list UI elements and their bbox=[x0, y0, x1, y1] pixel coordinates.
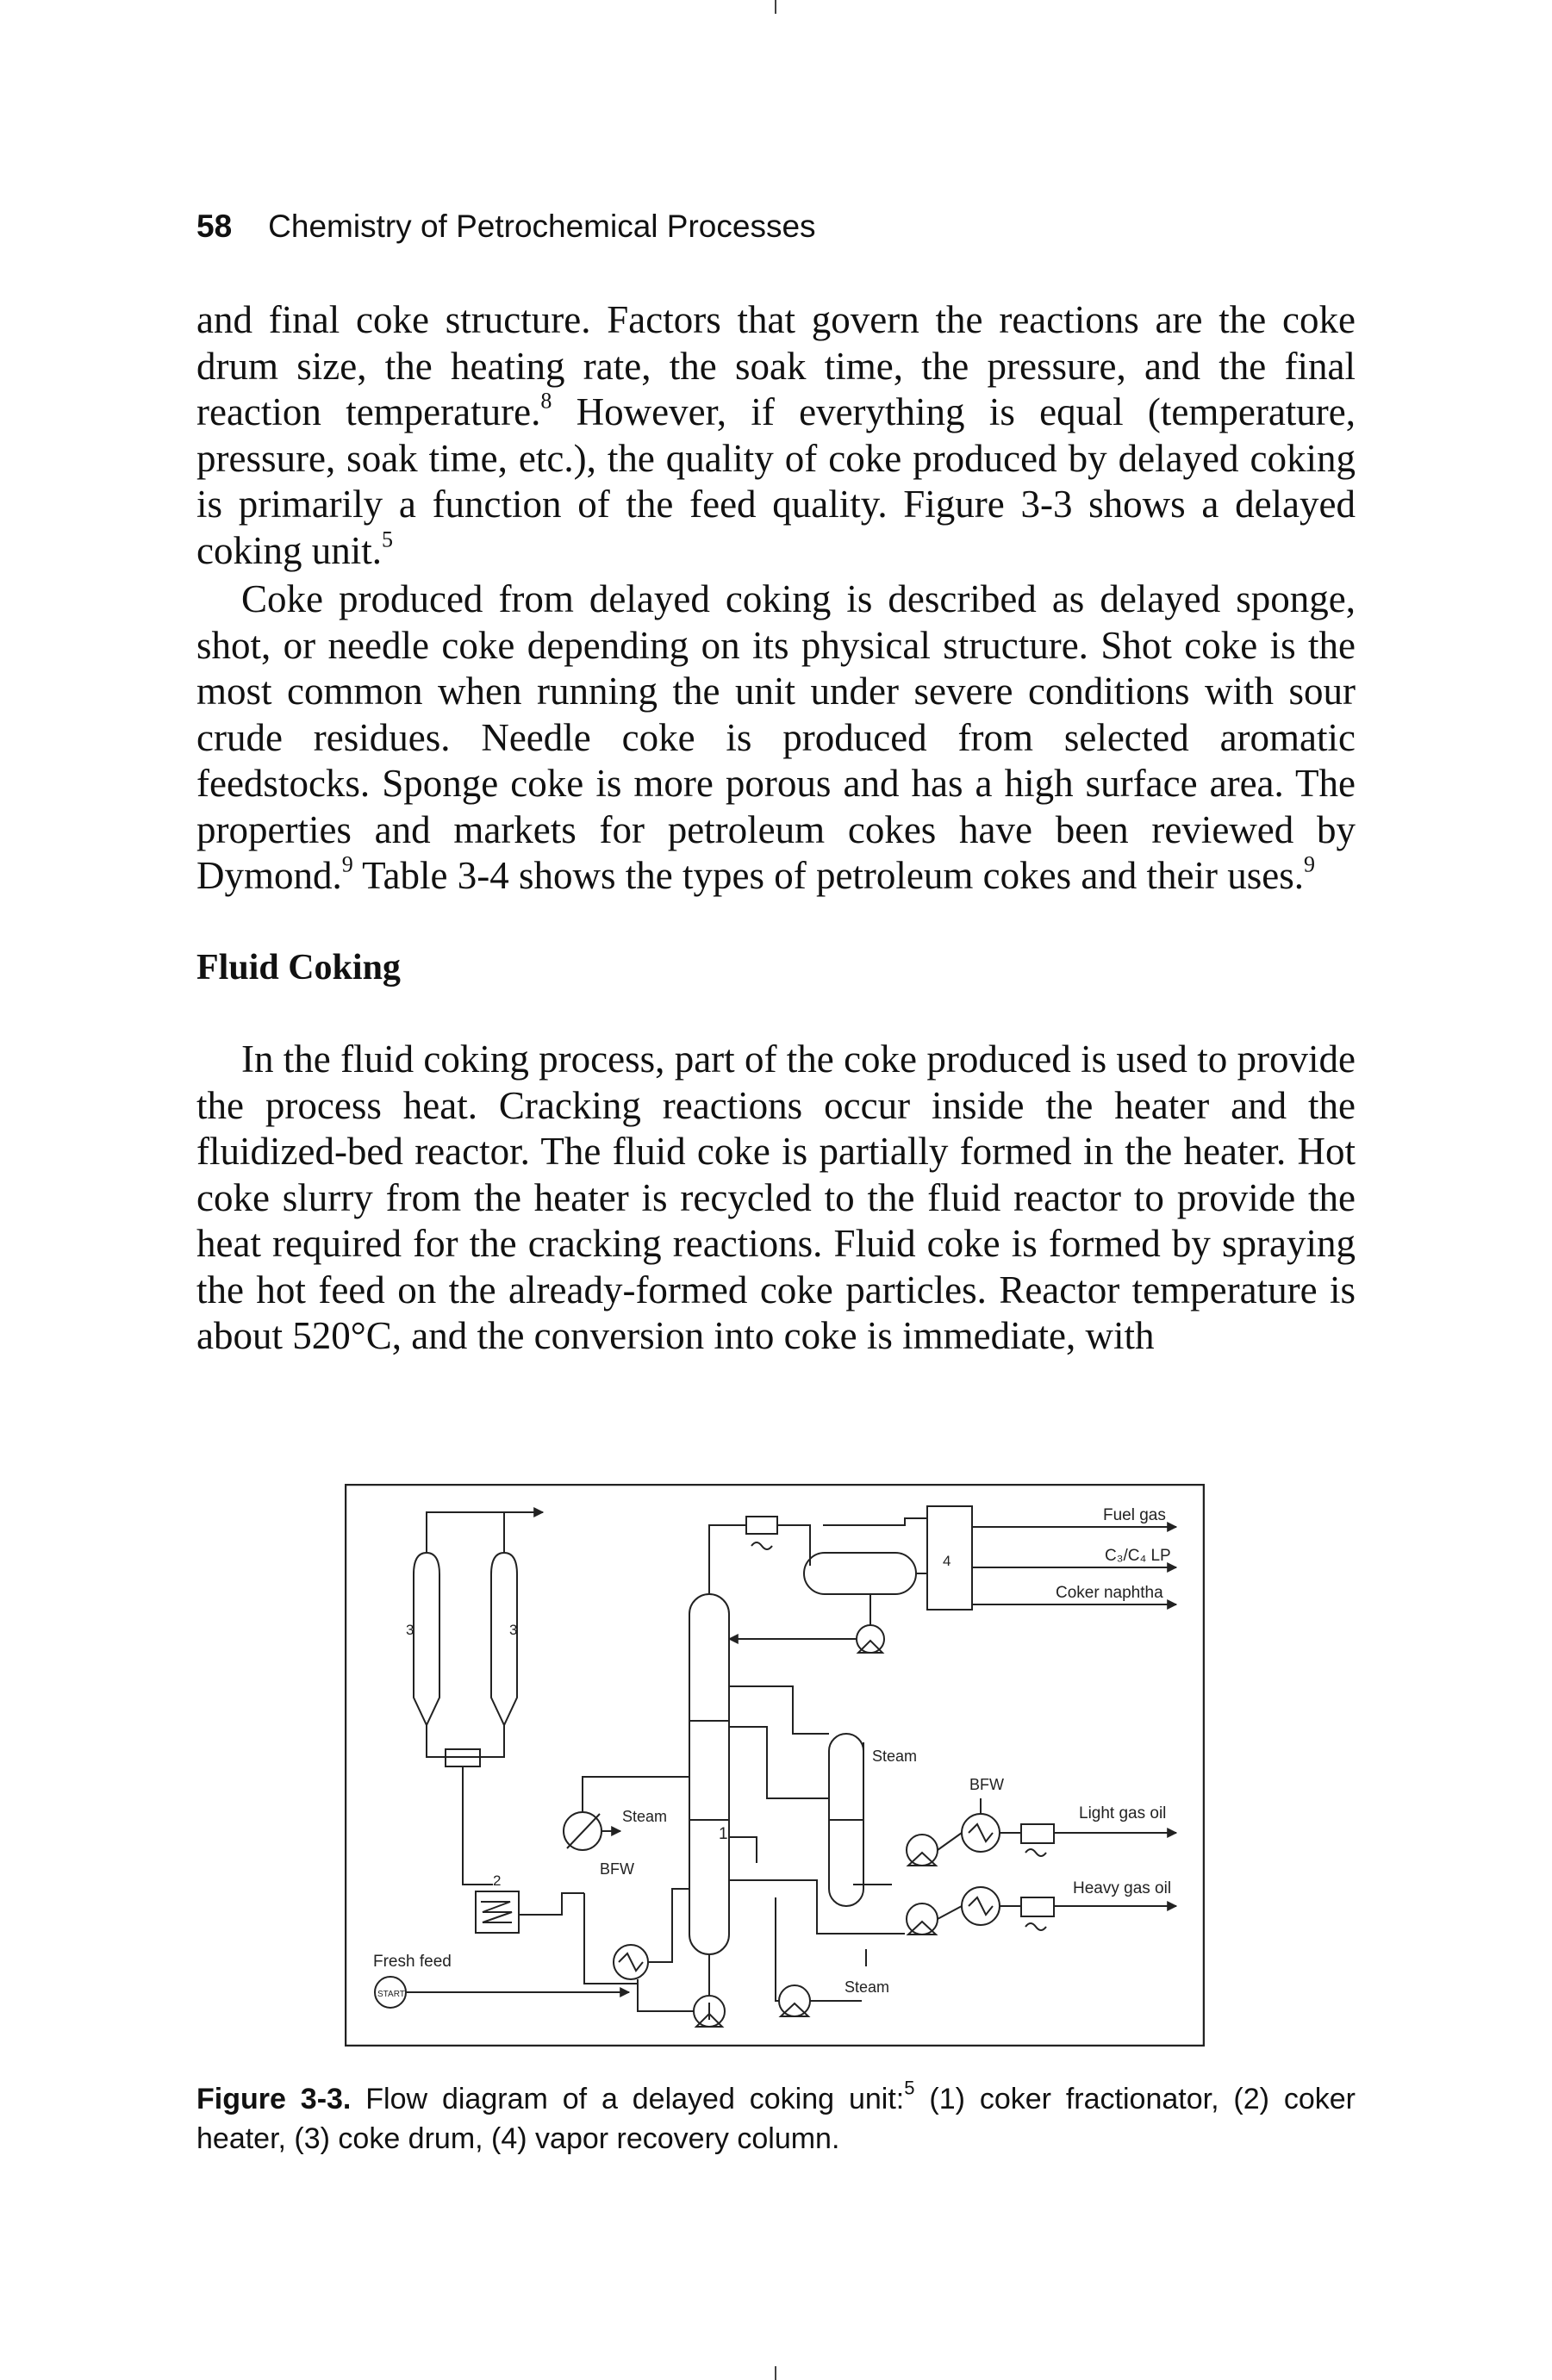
paragraph-2-text: Coke produced from delayed coking is des… bbox=[196, 577, 1356, 897]
heavy-gas-oil-cooler bbox=[961, 1886, 1000, 1926]
vapor-recovery-column: 4 bbox=[926, 1505, 973, 1611]
page-number: 58 bbox=[196, 209, 233, 244]
drum-feed-line bbox=[462, 1766, 493, 1885]
gas-to-recovery-line bbox=[823, 1517, 927, 1526]
pump-to-exchanger-line bbox=[637, 1979, 694, 2012]
stripper-feed-upper bbox=[729, 1685, 829, 1735]
overhead-accumulator bbox=[803, 1552, 917, 1595]
light-gas-oil-pump bbox=[906, 1834, 938, 1866]
lgo-pump-to-cooler bbox=[937, 1832, 963, 1851]
heater-outlet-line bbox=[519, 1892, 584, 1916]
start-label: START bbox=[377, 1990, 405, 1999]
figure-caption: Figure 3-3. Flow diagram of a delayed co… bbox=[196, 2077, 1356, 2159]
bfw-label-right: BFW bbox=[969, 1776, 1004, 1793]
drum-label: 3 bbox=[509, 1622, 517, 1638]
exchanger-to-fractionator bbox=[648, 1888, 689, 1963]
reflux-pump bbox=[856, 1624, 885, 1654]
fresh-feed-start: START Fresh feed bbox=[373, 1953, 452, 2009]
light-gas-oil-aircooler bbox=[1020, 1823, 1055, 1857]
recycle-line bbox=[775, 1897, 779, 2002]
figure-flow-diagram: 3 3 2 START Fresh feed 1 bbox=[345, 1484, 1205, 2047]
steam-preheater: Steam BFW bbox=[563, 1808, 667, 1878]
feed-exchanger bbox=[613, 1944, 649, 1980]
paragraph-2-text-2: Table 3-4 shows the types of petroleum c… bbox=[352, 854, 1305, 897]
steam-label-bottom: Steam bbox=[845, 1978, 889, 1996]
heavy-gas-oil-draw bbox=[729, 1879, 905, 1935]
footnote-ref: 9 bbox=[341, 851, 353, 877]
heavy-gas-oil-pump bbox=[906, 1903, 938, 1935]
text-block-bottom: In the fluid coking process, part of the… bbox=[196, 1037, 1356, 1360]
coker-heater: 2 bbox=[475, 1872, 520, 1934]
lpg-label: C₃/C₄ LP bbox=[1105, 1547, 1171, 1565]
steam-label-left: Steam bbox=[622, 1808, 667, 1825]
light-gas-oil-label: Light gas oil bbox=[1079, 1804, 1166, 1822]
fuel-gas-label: Fuel gas bbox=[1103, 1506, 1166, 1524]
crop-mark-bottom bbox=[775, 2366, 776, 2380]
heavy-gas-oil-label: Heavy gas oil bbox=[1073, 1879, 1171, 1897]
caption-label: Figure 3-3. bbox=[196, 2083, 352, 2115]
hgo-pump-to-cooler bbox=[937, 1905, 963, 1920]
overhead-condenser bbox=[745, 1516, 778, 1550]
running-header: 58 Chemistry of Petrochemical Processes bbox=[196, 209, 816, 245]
coke-drum-left: 3 bbox=[406, 1551, 440, 1728]
caption-text-2: (1) coker fractionator, (2) coker heater… bbox=[196, 2083, 1356, 2155]
paragraph-1-text-2: However, if everything is equal (tempera… bbox=[196, 390, 1356, 572]
paragraph-1-text: and final coke structure. Factors that g… bbox=[196, 298, 1356, 433]
footnote-ref: 9 bbox=[1304, 851, 1316, 877]
crop-mark-top bbox=[775, 0, 776, 14]
caption-text: Flow diagram of a delayed coking unit: bbox=[351, 2083, 905, 2115]
recycle-pump bbox=[778, 1984, 811, 2017]
paragraph-3: In the fluid coking process, part of the… bbox=[196, 1037, 1356, 1357]
preheater-to-fractionator bbox=[582, 1776, 689, 1812]
condenser-to-drum-line bbox=[777, 1524, 811, 1566]
paragraph-1: and final coke structure. Factors that g… bbox=[196, 297, 1356, 574]
coke-drum-right: 3 bbox=[490, 1551, 518, 1728]
heater-to-exchanger-line bbox=[583, 1893, 638, 1984]
drum-overhead-line bbox=[426, 1511, 505, 1553]
footnote-ref: 5 bbox=[904, 2077, 915, 2099]
bottoms-pump bbox=[693, 1995, 726, 2028]
text-block-top: and final coke structure. Factors that g… bbox=[196, 297, 1356, 900]
figure-frame bbox=[345, 1484, 1205, 2047]
running-title: Chemistry of Petrochemical Processes bbox=[268, 209, 816, 244]
section-heading: Fluid Coking bbox=[196, 948, 401, 988]
fresh-feed-label: Fresh feed bbox=[373, 1953, 452, 1971]
overhead-vapor-line bbox=[708, 1524, 746, 1594]
steam-label-top: Steam bbox=[872, 1748, 917, 1765]
heavy-gas-oil-aircooler bbox=[1020, 1897, 1055, 1931]
coker-fractionator: 1 bbox=[689, 1593, 730, 1955]
drum-bottoms-line bbox=[426, 1725, 505, 1758]
footnote-ref: 5 bbox=[381, 526, 393, 551]
stripper-feed-lower bbox=[729, 1836, 757, 1863]
drum-label: 3 bbox=[406, 1622, 414, 1638]
paragraph-2: Coke produced from delayed coking is des… bbox=[196, 576, 1356, 900]
fractionator-label: 1 bbox=[719, 1825, 728, 1843]
recovery-label: 4 bbox=[943, 1553, 951, 1569]
stripper-feed-middle bbox=[729, 1726, 829, 1799]
side-stripper bbox=[828, 1733, 864, 1907]
naphtha-label: Coker naphtha bbox=[1056, 1584, 1163, 1602]
light-gas-oil-cooler: BFW bbox=[961, 1776, 1004, 1853]
bfw-label-left: BFW bbox=[600, 1860, 634, 1878]
heater-label: 2 bbox=[493, 1872, 501, 1889]
footnote-ref: 8 bbox=[540, 388, 552, 414]
